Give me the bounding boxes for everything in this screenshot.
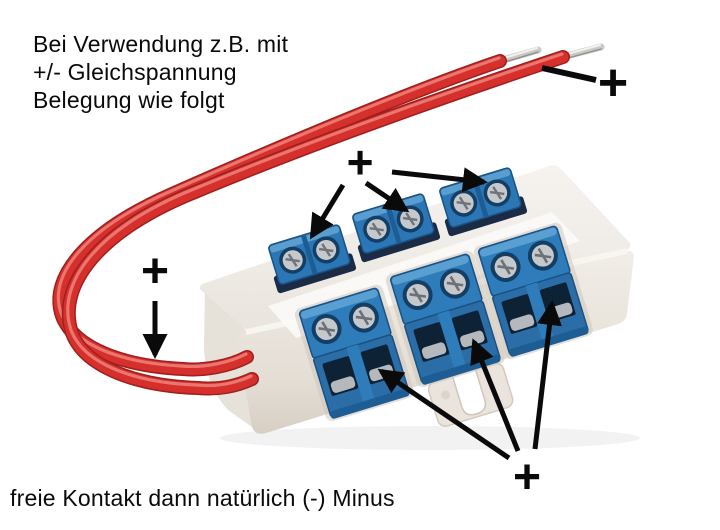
arrow-front-terminal-3 — [532, 300, 562, 450]
plus-sign-bottom-row: + — [513, 451, 541, 504]
plus-symbols: + + + + — [141, 54, 628, 504]
clip-screw-slot — [451, 368, 487, 416]
wire-tip-front — [562, 43, 605, 60]
annotation-arrows — [142, 65, 597, 461]
distribution-box — [199, 164, 640, 450]
clip-dimple — [441, 390, 451, 400]
arrow-top-terminal-1 — [309, 183, 346, 240]
caption-top-line-3: Belegung wie folgt — [33, 87, 225, 113]
arrow-front-terminal-1 — [377, 368, 511, 461]
red-wires — [52, 43, 605, 396]
caption-top-line-1: Bei Verwendung z.B. mit — [33, 31, 289, 57]
red-wire-front — [61, 50, 570, 396]
arrow-front-terminal-2 — [470, 338, 521, 452]
caption-top: Bei Verwendung z.B. mit +/- Gleichspannu… — [33, 30, 288, 114]
plus-sign-left-wires: + — [141, 245, 169, 298]
plus-sign-top-row: + — [347, 136, 374, 188]
pointer-line-wire-plus — [541, 65, 597, 83]
plus-sign-wire-end: + — [598, 54, 628, 112]
caption-bottom: freie Kontakt dann natürlich (-) Minus — [10, 485, 395, 511]
red-wire-rear — [52, 54, 507, 377]
arrow-top-terminal-2 — [364, 180, 410, 213]
caption-top-line-2: +/- Gleichspannung — [33, 59, 237, 85]
wire-tip-rear — [499, 46, 542, 64]
arrow-top-terminal-3 — [391, 167, 488, 193]
box-shadow — [220, 426, 640, 450]
